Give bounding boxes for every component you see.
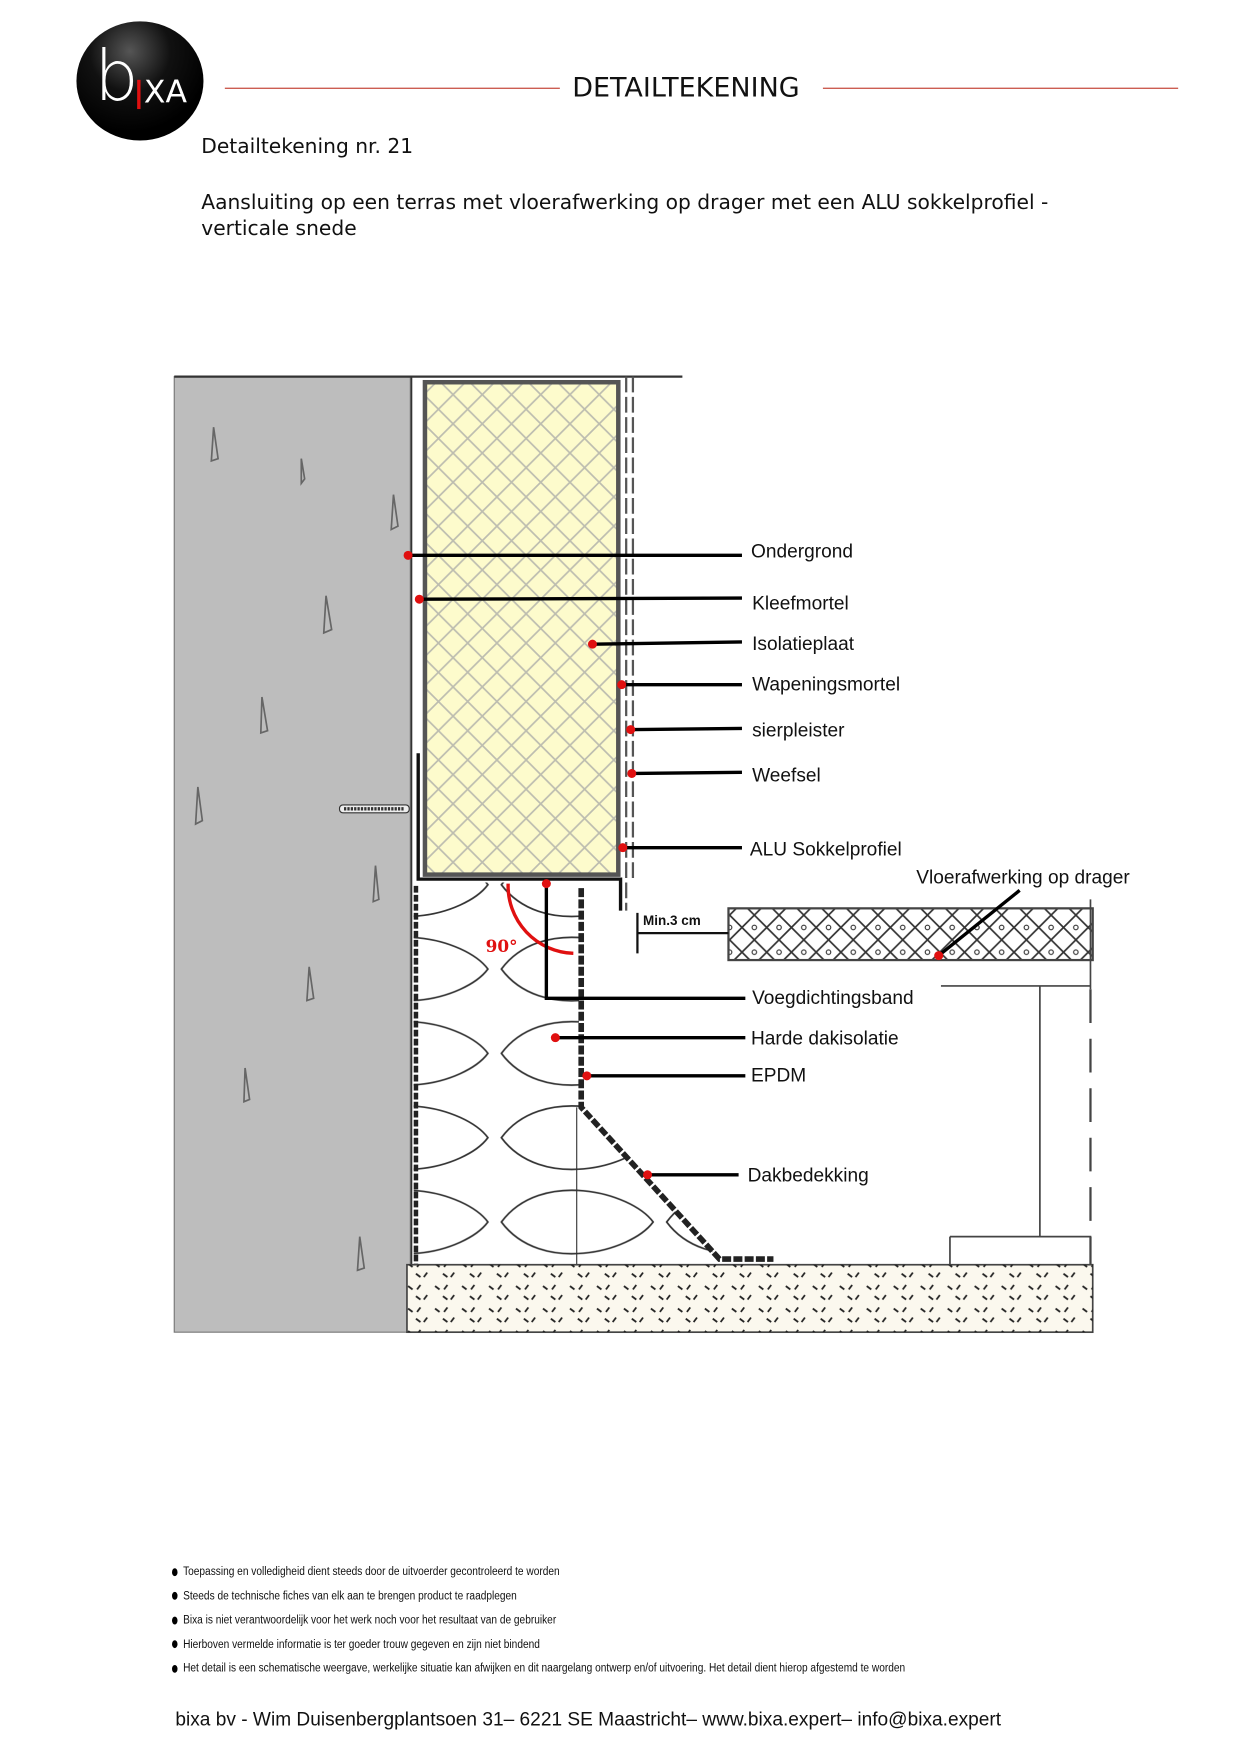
bixa-logo: b XA <box>76 21 204 141</box>
note-item: Hierboven vermelde informatie is ter goe… <box>172 1637 905 1661</box>
note-item: Steeds de technische fiches van elk aan … <box>172 1589 905 1613</box>
label-alu-sokkelprofiel: ALU Sokkelprofiel <box>749 838 902 861</box>
label-harde-dakisolatie: Harde dakisolatie <box>750 1027 899 1049</box>
dimension-label: Min.3 cm <box>643 912 701 929</box>
label-wapeningsmortel: Wapeningsmortel <box>752 673 901 695</box>
note-item: Toepassing en volledigheid dient steeds … <box>172 1565 905 1589</box>
label-dakbedekking: Dakbedekking <box>747 1164 869 1187</box>
footer-contact: bixa bv - Wim Duisenbergplantsoen 31– 62… <box>175 1708 1002 1731</box>
label-weefsel: Weefsel <box>752 764 821 786</box>
page-title: DETAILTEKENING <box>572 71 800 104</box>
label-ondergrond: Ondergrond <box>750 540 853 563</box>
angle-label: 90° <box>485 936 518 957</box>
drawing-description: Aansluiting op een terras met vloerafwer… <box>201 191 1049 241</box>
min-dimension <box>636 912 729 954</box>
label-isolatieplaat: Isolatieplaat <box>752 632 855 655</box>
header-rule-right <box>822 87 1179 89</box>
notes-list: Toepassing en volledigheid dient steeds … <box>172 1565 1066 1686</box>
floor-finish <box>727 907 1094 962</box>
header-rule-left <box>224 87 560 89</box>
leader-dots <box>403 550 944 1180</box>
note-item: Het detail is een schematische weergave,… <box>172 1662 905 1686</box>
insulation-board <box>422 379 621 877</box>
concrete-wall <box>173 376 411 1333</box>
angle-arc <box>506 883 574 956</box>
label-sierpleister: sierpleister <box>752 719 845 741</box>
leader-lines <box>408 553 1021 1177</box>
ground-slab <box>406 1263 1094 1334</box>
label-kleefmortel: Kleefmortel <box>752 592 849 614</box>
note-item: Bixa is niet verantwoordelijk voor het w… <box>172 1613 905 1637</box>
label-voegdichtingsband: Voegdichtingsband <box>752 987 914 1009</box>
anchor-screw <box>338 804 410 814</box>
drawing-number: Detailtekening nr. 21 <box>201 134 414 159</box>
label-vloerafwerking: Vloerafwerking op drager <box>916 866 1130 889</box>
label-epdm: EPDM <box>750 1064 807 1086</box>
